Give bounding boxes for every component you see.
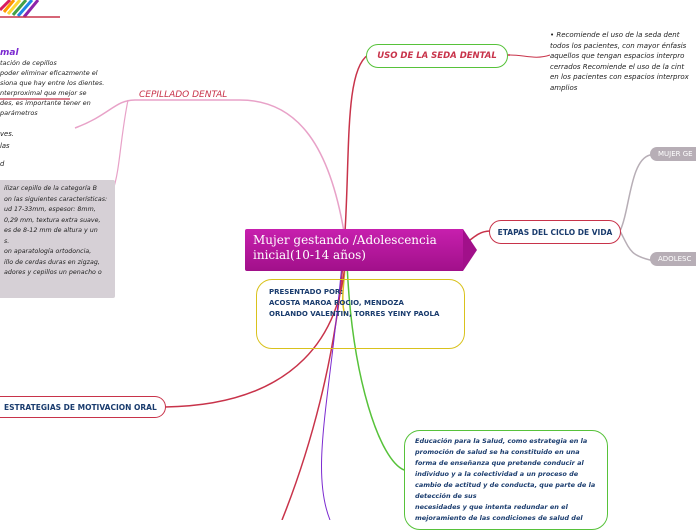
estrategias-node[interactable]: ESTRATEGIAS DE MOTIVACION ORAL	[0, 396, 166, 418]
left-top-note: mal tación de cepillos poder eliminar ef…	[0, 48, 110, 118]
educacion-line: forma de enseñanza que pretende conducir…	[415, 458, 597, 469]
presentado-node[interactable]: PRESENTADO POR: ACOSTA MAROA ROCIO, MEND…	[256, 279, 465, 349]
educacion-line: mejoramiento de las condiciones de salud…	[415, 513, 597, 524]
educacion-line: promoción de salud se ha constituido en …	[415, 447, 597, 458]
cepillado-label[interactable]: CEPILLADO DENTAL	[139, 90, 227, 100]
etapas-label: ETAPAS DEL CICLO DE VIDA	[498, 228, 613, 237]
detail-line: on aparatología ortodoncia,	[4, 247, 111, 258]
adolesc-label: ADOLESC	[658, 255, 691, 263]
note-line: tación de cepillos	[0, 58, 110, 68]
mini-line: las	[0, 140, 20, 152]
note-heading: mal	[0, 48, 110, 58]
seda-note-line: amplios	[550, 83, 696, 94]
mujer-label: MUJER GE	[658, 150, 693, 158]
mini-line: ves.	[0, 128, 20, 140]
central-topic[interactable]: Mujer gestando /Adolescencia inicial(10-…	[245, 229, 463, 271]
central-title: Mujer gestando /Adolescencia inicial(10-…	[253, 233, 437, 262]
educacion-line: individuo y a la colectividad a un proce…	[415, 469, 597, 480]
educacion-line: necesidades y que intenta redundar en el	[415, 502, 597, 513]
detail-line: 0,29 mm, textura extra suave,	[4, 216, 111, 227]
presentado-line: PRESENTADO POR:	[269, 287, 452, 298]
note-line: siona que hay entre los dientes.	[0, 78, 110, 88]
adolescencia-node[interactable]: ADOLESC	[650, 252, 696, 266]
seda-note-line: cerrados Recomiende el uso de la cint	[550, 62, 696, 73]
seda-note-line: • Recomiende el uso de la seda dent	[550, 30, 696, 41]
seda-note-line: todos los pacientes, con mayor énfasis	[550, 41, 696, 52]
rainbow-logo	[0, 0, 60, 17]
note-line: des, es importante tener en	[0, 98, 110, 108]
seda-note-line: aquellos que tengan espacios interpro	[550, 51, 696, 62]
detail-line: illo de cerdas duras en zigzag,	[4, 258, 111, 269]
etapas-node[interactable]: ETAPAS DEL CICLO DE VIDA	[489, 220, 621, 244]
detail-line: on las siguientes características:	[4, 195, 111, 206]
link-cepillado	[75, 100, 344, 232]
cepillado-detail-box: ilizar cepillo de la categoría B on las …	[0, 180, 115, 298]
link-seda	[345, 55, 510, 232]
estrategias-label: ESTRATEGIAS DE MOTIVACION ORAL	[4, 403, 157, 412]
presentado-line: ORLANDO VALENTIN, TORRES YEINY PAOLA	[269, 309, 452, 320]
seda-label: USO DE LA SEDA DENTAL	[377, 51, 497, 61]
detail-line: adores y cepillos un penacho o	[4, 268, 111, 279]
seda-node[interactable]: USO DE LA SEDA DENTAL	[366, 44, 508, 68]
detail-line: ilizar cepillo de la categoría B	[4, 184, 111, 195]
presentado-line: ACOSTA MAROA ROCIO, MENDOZA	[269, 298, 452, 309]
left-mini-note: ves. las d	[0, 128, 20, 170]
seda-note: • Recomiende el uso de la seda dent todo…	[550, 30, 696, 93]
detail-line: s.	[4, 237, 111, 248]
educacion-line: cambio de actitud y de conducta, que par…	[415, 480, 597, 491]
note-line: poder eliminar eficazmente el	[0, 68, 110, 78]
detail-line: es de 8-12 mm de altura y un	[4, 226, 111, 237]
mini-line: d	[0, 158, 20, 170]
educacion-line: detección de sus	[415, 491, 597, 502]
mujer-gestante-node[interactable]: MUJER GE	[650, 147, 696, 161]
educacion-node[interactable]: Educación para la Salud, como estrategia…	[404, 430, 608, 530]
note-line: parámetros	[0, 108, 110, 118]
detail-line: ud 17-33mm, espesor: 8mm,	[4, 205, 111, 216]
seda-note-line: en los pacientes con espacios interprox	[550, 72, 696, 83]
educacion-line: Educación para la Salud, como estrategia…	[415, 436, 597, 447]
note-line: nterproximal que mejor se	[0, 88, 110, 98]
